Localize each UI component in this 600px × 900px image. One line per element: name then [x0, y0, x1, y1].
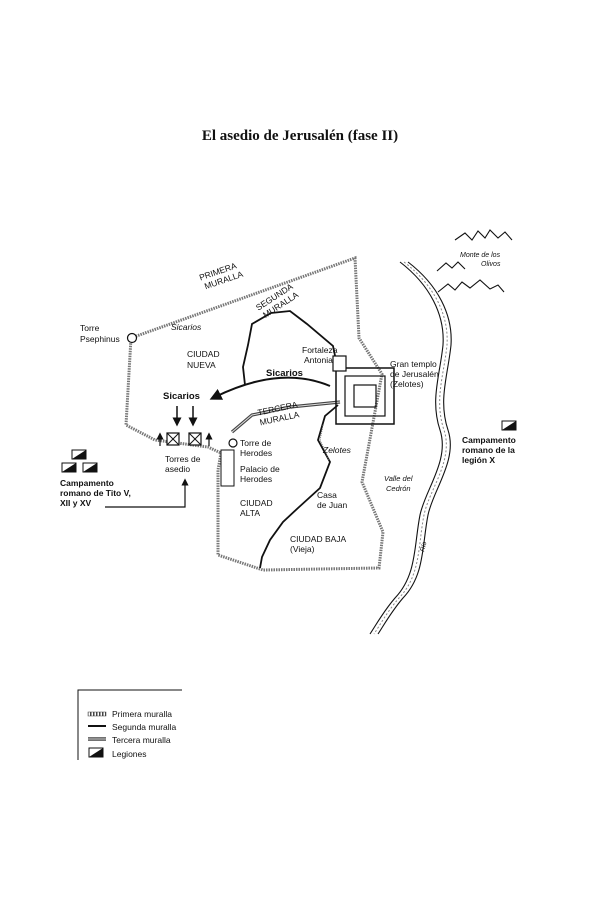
- legend-label-primera: Primera muralla: [112, 709, 172, 719]
- legion-icon: [82, 462, 98, 473]
- legend-swatch-primera: [87, 711, 107, 717]
- label-torre-psephinus: Torre Psephinus: [80, 323, 120, 344]
- monte-olivos-mountains: [436, 229, 513, 293]
- label-gran-templo: Gran templo de Jerusalén (Zelotes): [390, 359, 441, 389]
- legend-swatch-legiones: [88, 747, 104, 758]
- label-valle-cedron: Valle del Cedrón: [384, 474, 415, 493]
- legion-icon: [501, 420, 517, 431]
- inner-wall: [259, 404, 339, 569]
- siege-tower-1: [166, 432, 180, 446]
- label-torre-herodes: Torre de Herodes: [240, 438, 274, 458]
- label-campamento-x: Campamento romano de la legión X: [462, 435, 518, 465]
- legion-icon: [71, 449, 87, 460]
- label-zelotes: Zelotes: [322, 445, 352, 455]
- label-sicarios-arrow: Sicarios: [266, 368, 303, 379]
- label-campamento-tito: Campamento romano de Tito V, XII y XV: [60, 478, 133, 508]
- label-ciudad-baja: CIUDAD BAJA (Vieja): [290, 534, 348, 554]
- tito-arrow: [105, 478, 189, 508]
- label-monte-olivos: Monte de los Olivos: [460, 252, 502, 268]
- siege-tower-2: [188, 432, 202, 446]
- label-ciudad-alta: CIUDAD ALTA: [240, 498, 275, 518]
- gran-templo-square: [335, 367, 395, 425]
- legend-label-legiones: Legiones: [112, 749, 147, 759]
- palacio-herodes-marker: [220, 449, 235, 487]
- map-title: El asedio de Jerusalén (fase II): [201, 128, 399, 144]
- river-cedron: [369, 261, 444, 635]
- label-rio: Río: [419, 541, 428, 553]
- fortaleza-antonia-marker: [332, 355, 347, 372]
- label-ciudad-nueva: CIUDAD NUEVA: [187, 349, 222, 370]
- label-fortaleza-antonia: Fortaleza Antonia: [302, 345, 340, 365]
- legend-label-tercera: Tercera muralla: [112, 735, 171, 745]
- label-torres-asedio: Torres de asedio: [165, 454, 203, 474]
- label-tercera-muralla: TERCERA MURALLA: [257, 399, 303, 427]
- torre-herodes-marker: [228, 438, 238, 448]
- torre-psephinus-marker: [126, 332, 138, 344]
- label-primera-muralla: PRIMERA MURALLA: [198, 259, 245, 292]
- label-palacio-herodes: Palacio de Herodes: [240, 464, 282, 484]
- legend: Primera muralla Segunda muralla Tercera …: [77, 689, 182, 760]
- label-casa-juan: Casa de Juan: [317, 490, 348, 510]
- legend-label-segunda: Segunda muralla: [112, 722, 177, 732]
- segunda-muralla-wall: [242, 310, 339, 386]
- label-sicarios-italic: Sicarios: [171, 322, 202, 332]
- label-sicarios-left: Sicarios: [163, 391, 200, 402]
- legion-icon: [61, 462, 77, 473]
- sicarios-arrow: [209, 376, 331, 400]
